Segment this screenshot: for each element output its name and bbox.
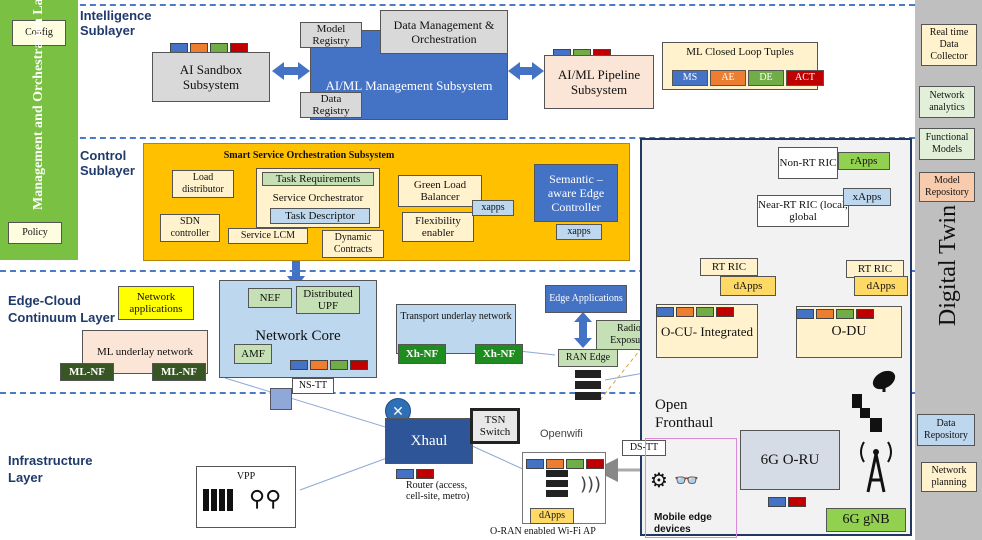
data-repo-box: Data Repository — [917, 414, 975, 446]
edge-apps-box: Edge Applications — [545, 285, 627, 313]
tuple-ms: MS — [672, 70, 708, 86]
wind-turbine-icon: ⚲⚲ — [249, 487, 282, 512]
edge-cloud-layer-label: Edge-Cloud Continuum Layer — [8, 293, 115, 325]
network-apps-box: Network applications — [118, 286, 194, 320]
xapps-semantic-badge: xapps — [556, 224, 602, 240]
net-analytics-box: Network analytics — [919, 86, 975, 118]
rt-ric-1-box: RT RIC — [700, 258, 758, 276]
satellite-icon — [852, 394, 882, 432]
vpp-box: VPP ⚲⚲ — [196, 466, 296, 528]
ran-edge-server-icon — [575, 370, 601, 404]
dapps-1-badge: dApps — [720, 276, 776, 296]
gnb-badge: 6G gNB — [826, 508, 906, 532]
data-registry-box: Data Registry — [300, 92, 362, 118]
satellite-dish-icon — [872, 370, 896, 392]
ds-tt-box: DS-TT — [622, 440, 666, 456]
rt-ric-2-box: RT RIC — [846, 260, 904, 278]
data-management-box: Data Management & Orchestration — [380, 10, 508, 54]
tsn-switch-box: TSN Switch — [470, 408, 520, 444]
sandbox-mgmt-arrow — [272, 62, 310, 80]
tuple-ae: AE — [710, 70, 746, 86]
core-chips — [290, 357, 370, 375]
separator-control — [0, 137, 915, 139]
solar-panel-icon — [203, 489, 235, 511]
task-descriptor-box: Task Descriptor — [270, 208, 370, 224]
tuple-act: ACT — [786, 70, 824, 86]
management-title-wrap: Management and Orchestration Layer — [8, 0, 70, 210]
wifi-ap-server-icon — [546, 470, 568, 500]
xhaul-chips — [396, 466, 436, 484]
ml-nf-1-box: ML-NF — [60, 363, 114, 381]
separator-top — [0, 4, 915, 6]
oran-ap-caption: O-RAN enabled Wi-Fi AP — [490, 526, 596, 537]
non-rt-ric-box: Non-RT RIC — [778, 147, 838, 179]
robot-arm-icon: ⚙ 👓 — [650, 468, 700, 492]
digital-twin-bar: Real time Data Collector Network analyti… — [915, 0, 982, 540]
xapps-badge: xApps — [843, 188, 891, 206]
wifi-dapps-badge: dApps — [530, 508, 574, 524]
mobile-edge-caption: Mobile edge devices — [654, 512, 712, 535]
service-lcm-box: Service LCM — [228, 228, 308, 244]
dynamic-contracts-box: Dynamic Contracts — [322, 230, 384, 258]
task-requirements-box: Task Requirements — [262, 172, 374, 186]
dapps-2-badge: dApps — [854, 276, 908, 296]
load-distributor-box: Load distributor — [172, 170, 234, 198]
sso-title: Smart Service Orchestration Subsystem — [223, 150, 395, 161]
ai-sandbox-box: AI Sandbox Subsystem — [152, 52, 270, 102]
mobile-edge-box — [645, 438, 737, 538]
nef-box: NEF — [248, 288, 292, 308]
policy-doc: Policy — [8, 222, 62, 244]
o-cu-chips — [656, 304, 736, 322]
rapps-badge: rApps — [838, 152, 890, 170]
o-du-chips — [796, 306, 876, 324]
infrastructure-layer-label: Infrastructure Layer — [8, 453, 93, 485]
management-bar: Config Management and Orchestration Laye… — [0, 0, 78, 260]
amf-box: AMF — [234, 344, 272, 364]
ran-edge-box: RAN Edge — [558, 349, 618, 367]
xh-nf-1-box: Xh-NF — [398, 344, 446, 364]
net-planning-box: Network planning — [921, 462, 977, 492]
openwifi-label: Openwifi — [540, 428, 583, 440]
xh-nf-2-box: Xh-NF — [475, 344, 523, 364]
config-doc: Config — [12, 20, 66, 46]
green-lb-box: Green Load Balancer — [398, 175, 482, 207]
control-sublayer-label: Control Sublayer — [80, 148, 135, 178]
tuple-de: DE — [748, 70, 784, 86]
xapps-inner-badge: xapps — [472, 200, 514, 216]
near-rt-ric-box: Near-RT RIC (local, global — [757, 195, 849, 227]
ns-tt-box: NS-TT — [292, 378, 334, 394]
vpp-label: VPP — [236, 471, 256, 482]
xhaul-box: Xhaul — [385, 418, 473, 464]
separator-infra — [0, 392, 915, 394]
mgmt-pipeline-arrow — [508, 62, 544, 80]
ml-nf-2-box: ML-NF — [152, 363, 206, 381]
open-fronthaul-label: Open Fronthaul — [655, 397, 714, 431]
semantic-edge-box: Semantic – aware Edge Controller — [534, 164, 618, 222]
digital-twin-title: Digital Twin — [935, 204, 961, 326]
realtime-collector-box: Real time Data Collector — [921, 24, 977, 66]
separator-edge — [0, 270, 915, 272]
edgeapps-ran-arrow — [574, 312, 592, 348]
o-ru-chips — [768, 494, 808, 512]
ran-antenna-icons — [852, 370, 896, 493]
upf-box: Distributed UPF — [296, 286, 360, 314]
cell-tower-icon — [860, 441, 892, 493]
o-ru-box: 6G O-RU — [740, 430, 840, 490]
model-repo-box: Model Repository — [919, 172, 975, 202]
model-registry-box: Model Registry — [300, 22, 362, 48]
aiml-pipeline-box: AI/ML Pipeline Subsystem — [544, 55, 654, 109]
server-cube-icon — [270, 388, 292, 410]
management-title: Management and Orchestration Layer — [31, 0, 46, 210]
flexibility-box: Flexibility enabler — [402, 212, 474, 242]
closed-loop-tuples: MS AE DE ACT — [672, 70, 824, 86]
wifi-ap-chips — [526, 456, 606, 474]
sdn-controller-box: SDN controller — [160, 214, 220, 242]
functional-models-box: Functional Models — [919, 128, 975, 160]
wifi-signal-icon: ))) — [580, 474, 602, 495]
intelligence-sublayer-label: Intelligence Sublayer — [80, 8, 152, 38]
router-caption: Router (access, cell-site, metro) — [406, 480, 470, 502]
digital-twin-title-wrap: Digital Twin — [915, 200, 982, 330]
